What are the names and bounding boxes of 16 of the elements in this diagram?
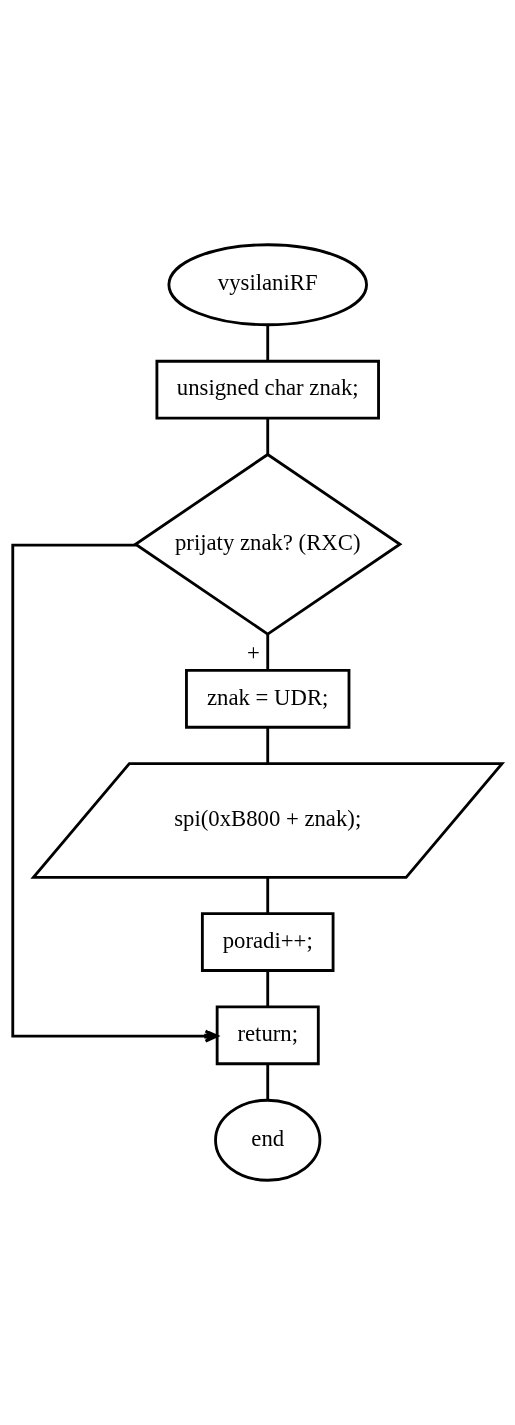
node-ellipse: end: [214, 1098, 322, 1182]
connector: [266, 727, 270, 764]
connector: [266, 970, 270, 1007]
connector: [266, 1064, 270, 1100]
node-box: znak = UDR;: [185, 669, 351, 729]
node-box: poradi++;: [200, 912, 335, 972]
node-box: unsigned char znak;: [155, 359, 380, 420]
node-diamond: prijaty znak? (RXC): [133, 452, 403, 636]
edge-label: +: [246, 640, 260, 666]
node-box: return;: [215, 1005, 320, 1066]
connector: [266, 634, 270, 671]
connector: [266, 325, 270, 362]
node-ellipse: vysilaniRF: [167, 243, 368, 327]
arrow: [11, 543, 219, 1043]
connector: [266, 877, 270, 914]
connector: [266, 418, 270, 455]
